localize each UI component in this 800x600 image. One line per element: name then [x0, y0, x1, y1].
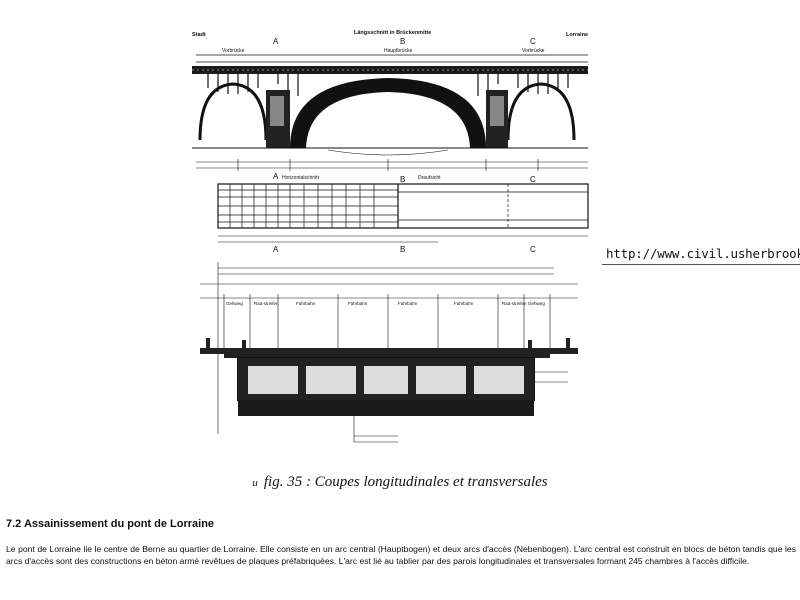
label-fahrbahn-2: Fahrbahn	[348, 301, 368, 306]
label-fahrbahn-3: Fahrbahn	[398, 301, 418, 306]
label-vorbruecke-left: Vorbrücke	[222, 48, 245, 54]
label-fahrbahn-1: Fahrbahn	[296, 301, 316, 306]
marker-b-mid: B	[400, 175, 405, 184]
marker-c-bottom: C	[530, 245, 536, 254]
label-lorraine: Lorraine	[566, 32, 588, 38]
marker-c-top: C	[530, 37, 536, 46]
figure-caption: u fig. 35 : Coupes longitudinales et tran…	[0, 474, 800, 491]
section-paragraph: Le pont de Lorraine lie le centre de Ber…	[6, 544, 796, 566]
cross-section: Gehweg Rad-streifen Fahrbahn Fahrbahn Fa…	[200, 262, 578, 443]
label-vorbruecke-right: Vorbrücke	[522, 48, 545, 54]
label-radstreifen-left: Rad-streifen	[254, 301, 279, 306]
marker-c-mid: C	[530, 175, 536, 184]
marker-b-bottom: B	[400, 245, 405, 254]
label-gehweg-left: Gehweg	[226, 301, 243, 306]
label-hauptbruecke: Hauptbrücke	[384, 48, 413, 54]
marker-b-top: B	[400, 37, 405, 46]
label-stadt: Stadt	[192, 32, 206, 38]
label-horizontalschnitt: Horizontalschnitt	[282, 175, 320, 181]
caption-bullet: u	[252, 477, 258, 489]
plan-section: A B C Horizontalschnitt Draufsicht	[217, 172, 589, 254]
caption-text: fig. 35 : Coupes longitudinales et trans…	[263, 474, 548, 490]
section-heading: 7.2 Assainissement du pont de Lorraine	[6, 518, 215, 530]
longitudinal-section: Stadt Längsschnitt in Brückenmitte Lorra…	[192, 30, 588, 171]
label-gehweg-right: Gehweg	[528, 301, 545, 306]
bridge-drawing-figure: Stadt Längsschnitt in Brückenmitte Lorra…	[178, 22, 598, 462]
marker-a-bottom: A	[273, 245, 279, 254]
label-draufsicht: Draufsicht	[418, 175, 441, 181]
source-url-overlay[interactable]: http://www.civil.usherbrooke.ca/	[602, 244, 800, 265]
label-fahrbahn-4: Fahrbahn	[454, 301, 474, 306]
marker-a-top: A	[273, 37, 279, 46]
label-radstreifen-right: Rad-streifen	[502, 301, 527, 306]
label-laengsschnitt: Längsschnitt in Brückenmitte	[354, 30, 431, 36]
marker-a-mid: A	[273, 172, 279, 181]
